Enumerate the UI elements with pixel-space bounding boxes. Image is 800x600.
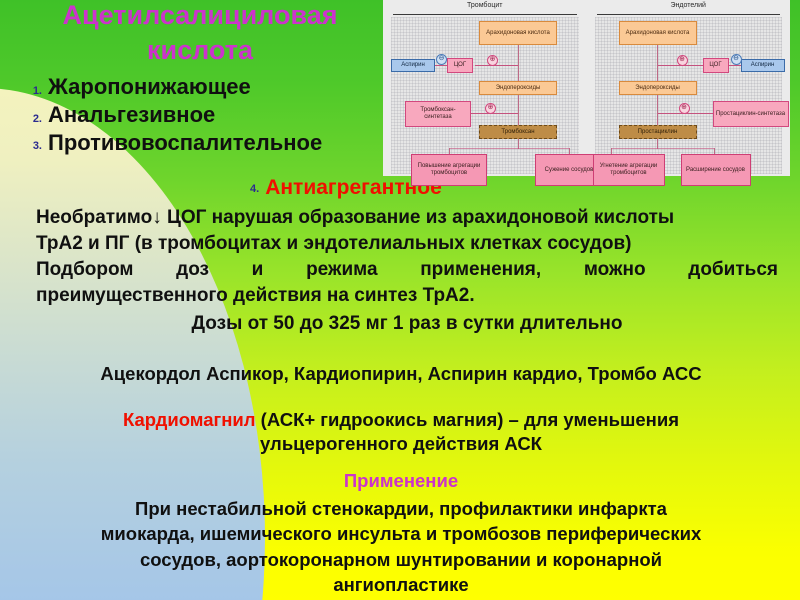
- node-vasoconstriction: Сужение сосудов: [535, 154, 603, 186]
- inhibition-minus-icon: ⊖: [436, 54, 447, 65]
- connector-line: [475, 65, 519, 66]
- mechanism-line-3: Подбором доз и режима применения, можно …: [36, 259, 778, 280]
- list-item: 1. Жаропонижающее: [22, 74, 402, 101]
- flow-arrow-line: [518, 139, 519, 149]
- node-thromboxane-synthetase: Тромбоксан-синтетаза: [405, 101, 471, 127]
- indications-line-4: ангиопластике: [333, 574, 469, 596]
- aspirin-mechanism-diagram: Тромбоцит Арахидоновая кислота Аспирин ⊖…: [383, 0, 791, 186]
- connector-line: [435, 65, 447, 66]
- branch-line: [518, 148, 570, 149]
- node-cox: ЦОГ: [702, 58, 729, 73]
- effects-list: 1. Жаропонижающее 2. Анальгезивное 3. Пр…: [22, 74, 402, 157]
- connector-line: [728, 65, 741, 66]
- title-line-1: Ацетилсалициловая: [62, 0, 338, 30]
- title-line-2: кислота: [147, 34, 253, 65]
- diagram-panel-endothelium: Эндотелий Арахидоновая кислота Аспирин ⊖…: [587, 0, 791, 186]
- drug-brand-list: Ацекордол Аспикор, Кардиопирин, Аспирин …: [100, 363, 702, 384]
- cardiomagnyl-block: Кардиомагнил (АСК+ гидроокись магния) – …: [20, 408, 782, 457]
- activation-plus-icon: ⊕: [485, 103, 496, 114]
- list-item: 2. Анальгезивное: [22, 102, 402, 129]
- list-item-label: Антиагрегантное: [265, 176, 442, 199]
- list-item-label: Анальгезивное: [48, 101, 216, 127]
- diagram-panel-platelet: Тромбоцит Арахидоновая кислота Аспирин ⊖…: [383, 0, 603, 186]
- node-increased-aggregation: Повышение агрегации тромбоцитов: [411, 154, 487, 186]
- diagram-panel-title: Эндотелий: [670, 2, 706, 9]
- diagram-field: Арахидоновая кислота Аспирин ⊖ ЦОГ ⊕ Энд…: [592, 17, 789, 186]
- branch-line: [656, 148, 715, 149]
- activation-plus-icon: ⊕: [487, 55, 498, 66]
- node-arachidonic-acid: Арахидоновая кислота: [479, 21, 557, 45]
- list-item-number: 4.: [250, 183, 260, 196]
- node-vasodilation: Расширение сосудов: [680, 154, 751, 186]
- node-aspirin: Аспирин: [391, 59, 435, 72]
- dosing-line: Дозы от 50 до 325 мг 1 раз в сутки длите…: [191, 313, 623, 334]
- branch-drop: [713, 148, 715, 155]
- flow-arrow-line: [518, 95, 519, 127]
- list-item-number: 2.: [32, 112, 42, 125]
- indications-line-3: сосудов, аортокоронарном шунтировании и …: [139, 548, 663, 570]
- node-endoperoxides: Эндопероксиды: [618, 81, 697, 95]
- node-cox: ЦОГ: [447, 58, 473, 73]
- branch-line: [610, 148, 657, 149]
- node-inhibited-aggregation: Угнетение агрегации тромбоцитов: [592, 154, 665, 186]
- page-title: Ацетилсалициловая кислота: [20, 0, 380, 67]
- indications-line-1: При нестабильной стенокардии, профилакти…: [135, 498, 667, 519]
- list-item-label: Жаропонижающее: [48, 74, 251, 99]
- mechanism-line-4: преимущественного действия на синтез ТрА…: [36, 285, 475, 306]
- cardiomagnyl-description: (АСК+ гидроокись магния) – для уменьшени…: [255, 409, 680, 430]
- cardiomagnyl-description-line2: ульцерогенного действия АСК: [260, 433, 542, 455]
- branch-drop: [610, 148, 612, 155]
- list-item-number: 1.: [32, 84, 42, 97]
- flow-arrow-line: [656, 45, 658, 83]
- branch-line: [449, 148, 519, 149]
- connector-line: [471, 113, 519, 114]
- indications-body: При нестабильной стенокардии, профилакти…: [24, 496, 778, 597]
- activation-plus-icon: ⊕: [676, 55, 688, 66]
- inhibition-minus-icon: ⊖: [730, 54, 742, 65]
- list-item-number: 3.: [32, 140, 42, 153]
- diagram-divider: [596, 14, 780, 15]
- node-prostacyclin: Простациклин: [618, 125, 697, 139]
- node-arachidonic-acid: Арахидоновая кислота: [618, 21, 697, 45]
- diagram-field: Арахидоновая кислота Аспирин ⊖ ЦОГ ⊕ Энд…: [391, 17, 603, 186]
- flow-arrow-line: [518, 45, 519, 83]
- flow-arrow-line: [656, 139, 658, 149]
- flow-arrow-line: [656, 95, 658, 127]
- node-aspirin: Аспирин: [740, 59, 785, 72]
- mechanism-line-2: ТрА2 и ПГ (в тромбоцитах и эндотелиальны…: [36, 233, 632, 254]
- indications-line-2: миокарда, ишемического инсульта и тромбо…: [100, 523, 702, 545]
- diagram-divider: [393, 14, 577, 15]
- list-item: 3. Противовоспалительное: [22, 130, 402, 157]
- activation-plus-icon: ⊕: [678, 103, 690, 114]
- indications-heading: Применение: [343, 470, 459, 491]
- node-endoperoxides: Эндопероксиды: [479, 81, 557, 95]
- branch-drop: [569, 148, 570, 155]
- cardiomagnyl-name: Кардиомагнил: [122, 409, 256, 430]
- list-item-antiaggregant: 4. Антиагрегантное: [250, 176, 442, 199]
- node-thromboxane: Тромбоксан: [479, 125, 557, 139]
- diagram-panel-title: Тромбоцит: [467, 2, 503, 9]
- branch-drop: [449, 148, 450, 155]
- list-item-label: Противовоспалительное: [48, 129, 323, 155]
- node-prostacyclin-synthetase: Простациклин-синтетаза: [712, 101, 789, 127]
- mechanism-line-1: Необратимо↓ ЦОГ нарушая образование из а…: [36, 207, 675, 228]
